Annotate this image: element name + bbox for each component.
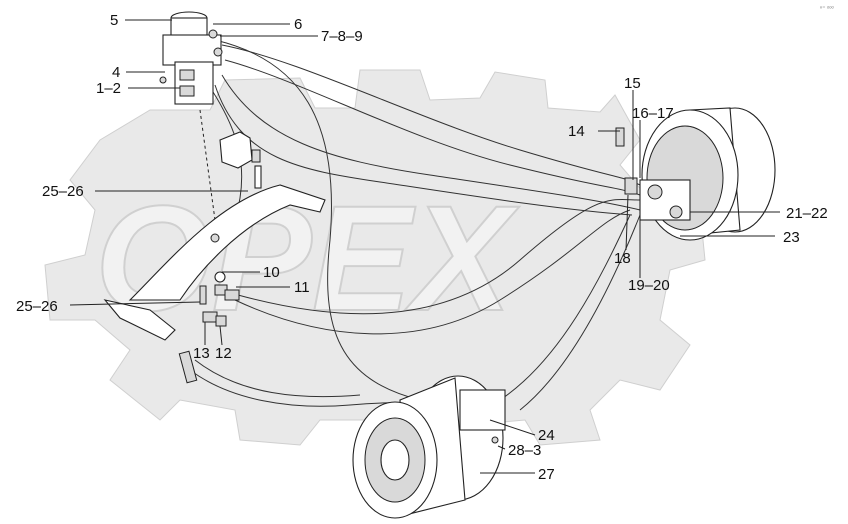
hose-lower-to-right-b: [237, 199, 641, 315]
valve-body-lower: [174, 61, 214, 105]
callout-11: 11: [294, 279, 310, 296]
valve-assembly: [159, 11, 223, 221]
callout-25-26-bottom: 25‒26: [16, 298, 58, 315]
valve-fitting-top: [208, 29, 218, 39]
callout-7-8-9: 7‒8‒9: [321, 28, 363, 45]
leader-12: [219, 325, 223, 346]
hose-upper-b: [224, 59, 641, 196]
callout-28-3: 28‒3: [508, 442, 541, 459]
motor-right-port: [647, 184, 663, 200]
mounting-plate: [128, 184, 326, 301]
plate-flange: [103, 299, 176, 341]
motor-right-housing: [639, 179, 691, 221]
motor-bottom-housing: [459, 389, 506, 431]
callouts: 5 6 7‒8‒9 4 1‒2 25‒26 10 11 25‒26 13 12 …: [16, 12, 828, 483]
sensor-14: [615, 127, 625, 147]
watermark-logo: OPEX: [44, 69, 706, 451]
leader-18: [625, 194, 629, 251]
callout-18: 18: [614, 250, 631, 267]
valve-port-b: [179, 85, 195, 97]
travel-motor-right: [615, 107, 776, 241]
leader-28-3: [497, 445, 506, 450]
hose-bottom-left-b: [194, 359, 361, 398]
bolt-small: [159, 76, 167, 84]
motor-right-plug: [669, 205, 683, 219]
hose-upper-c: [221, 74, 641, 211]
fitting-15-18: [624, 177, 638, 195]
callout-5: 5: [110, 12, 118, 29]
callout-6: 6: [294, 16, 302, 33]
callout-1-2: 1‒2: [96, 80, 121, 97]
fitting-upright: [199, 285, 207, 305]
callout-25-26-top: 25‒26: [42, 183, 84, 200]
corner-stamp: ⁿ⁼ ᵒᵒᵒ: [820, 5, 835, 12]
callout-12: 12: [215, 345, 232, 362]
callout-21-22: 21‒22: [786, 205, 828, 222]
valve-fitting-side: [213, 47, 223, 57]
hose-lower-to-right: [234, 209, 631, 335]
bracket-bolt: [254, 165, 262, 189]
fitting-12: [215, 315, 227, 327]
watermark-gear: [44, 69, 706, 451]
bracket-washer: [251, 149, 261, 163]
travel-motor-bottom: [352, 375, 506, 519]
assembly-axis: [199, 109, 216, 221]
callout-16-17: 16‒17: [632, 105, 674, 122]
callout-24: 24: [538, 427, 555, 444]
plate-hole: [210, 233, 220, 243]
hose-upper-a: [221, 44, 641, 186]
bracket-assembly: [103, 131, 326, 341]
callout-13: 13: [193, 345, 210, 362]
fitting-13: [202, 311, 218, 323]
callout-23: 23: [783, 229, 800, 246]
hose-right-down-b: [519, 214, 641, 411]
valve-body: [162, 34, 222, 66]
callout-14: 14: [568, 123, 585, 140]
leader-24: [489, 419, 536, 436]
hose-right-down: [499, 214, 631, 401]
callout-4: 4: [112, 64, 120, 81]
leader-25-26-bottom: [69, 301, 201, 306]
callout-10: 10: [263, 264, 280, 281]
callout-15: 15: [624, 75, 641, 92]
callout-27: 27: [538, 466, 555, 483]
bolt-28: [491, 436, 499, 444]
motor-bottom-hub: [380, 439, 410, 481]
leader-lines: [69, 19, 780, 474]
hose-long-down: [214, 39, 421, 401]
fitting-10: [214, 271, 226, 283]
hose-end-fitting: [178, 350, 198, 384]
tee-fitting: [224, 289, 240, 301]
callout-19-20: 19‒20: [628, 277, 670, 294]
fittings-group: [178, 271, 240, 384]
valve-port-a: [179, 69, 195, 81]
